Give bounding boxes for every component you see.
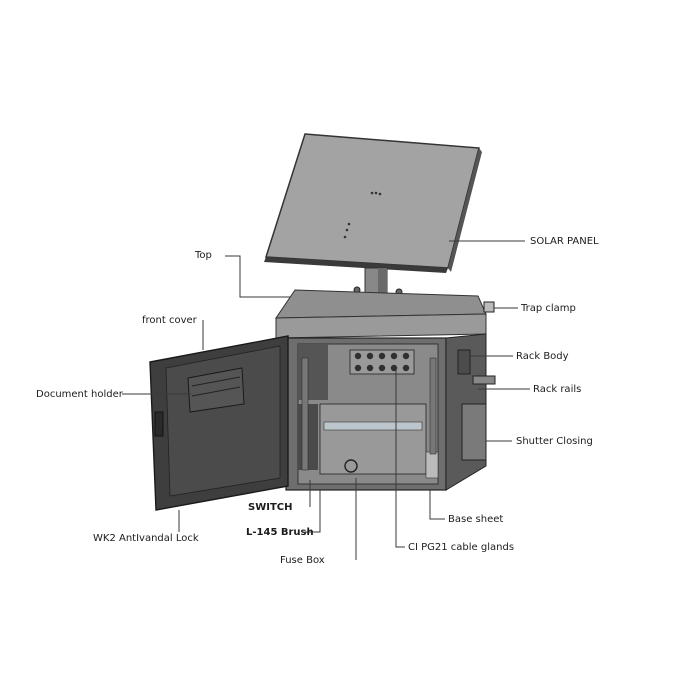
solar-panel-graphic bbox=[264, 133, 482, 273]
label-cable-glands: CI PG21 cable glands bbox=[408, 542, 515, 553]
label-trap-clamp: Trap clamp bbox=[521, 303, 576, 314]
label-l145-brush: L-145 Brush bbox=[246, 527, 314, 538]
cabinet-body-graphic bbox=[285, 333, 496, 491]
label-wk2-lock: WK2 AntIvandal Lock bbox=[93, 533, 199, 544]
front-door-graphic bbox=[149, 335, 289, 511]
label-rack-body: Rack Body bbox=[516, 351, 569, 362]
label-solar-panel: SOLAR PANEL bbox=[530, 236, 599, 247]
leader-lines bbox=[122, 240, 530, 560]
label-rack-rails: Rack rails bbox=[533, 384, 582, 395]
label-base-sheet: Base sheet bbox=[448, 514, 504, 525]
label-top: Top bbox=[195, 250, 212, 261]
label-document-holder: Document holder bbox=[36, 389, 123, 400]
label-shutter-closing: Shutter Closing bbox=[516, 436, 593, 447]
label-front-cover: front cover bbox=[142, 315, 197, 326]
cabinet-top-graphic bbox=[275, 289, 495, 339]
label-fuse-box: Fuse Box bbox=[280, 555, 325, 566]
label-switch: SWITCH bbox=[248, 502, 293, 513]
